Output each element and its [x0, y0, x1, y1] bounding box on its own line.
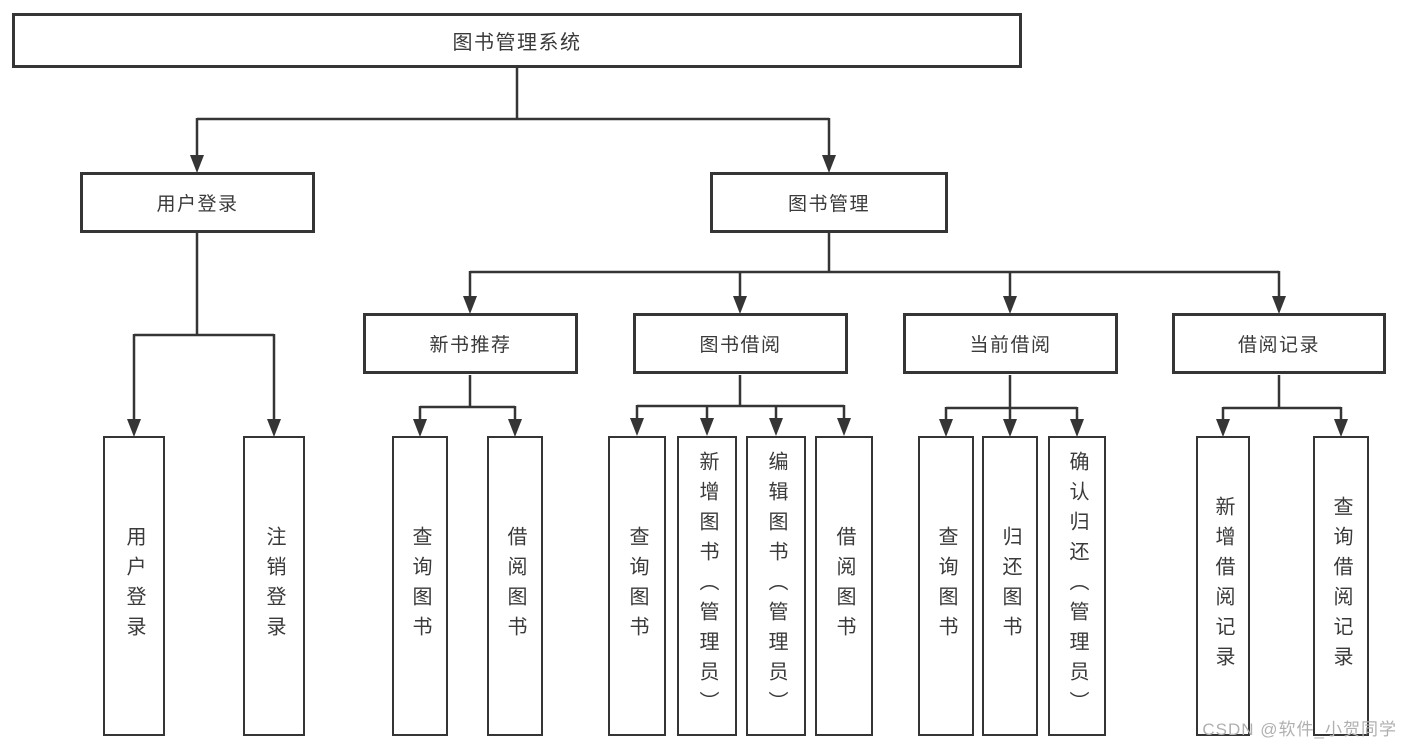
leaf-newbook-borrow-books: 借阅图书: [487, 436, 543, 736]
node-book-management-label: 图书管理: [787, 194, 870, 215]
leaf-current-return-books-label: 归还图书: [999, 526, 1021, 646]
leaf-borrow-query-books-label: 查询图书: [626, 526, 648, 646]
leaf-record-add-record-label: 新增借阅记录: [1212, 496, 1234, 676]
leaf-newbook-borrow-books-label: 借阅图书: [504, 526, 526, 646]
leaf-user-login-label: 用户登录: [123, 526, 145, 646]
node-current-borrow: 当前借阅: [903, 313, 1118, 374]
leaf-borrow-borrow-books-label: 借阅图书: [833, 526, 855, 646]
leaf-logout: 注销登录: [243, 436, 305, 736]
node-book-borrow: 图书借阅: [633, 313, 848, 374]
leaf-newbook-query-books: 查询图书: [392, 436, 448, 736]
node-borrow-record: 借阅记录: [1172, 313, 1386, 374]
csdn-watermark: CSDN @软件_小贺同学: [1202, 720, 1397, 739]
node-new-book-recommend-label: 新书推荐: [429, 335, 512, 356]
node-book-management: 图书管理: [710, 172, 948, 233]
leaf-borrow-add-books-admin: 新增图书（管理员）: [677, 436, 737, 736]
node-root-label: 图书管理系统: [452, 32, 582, 54]
leaf-record-query-record-label: 查询借阅记录: [1330, 496, 1352, 676]
leaf-borrow-borrow-books: 借阅图书: [815, 436, 873, 736]
leaf-current-confirm-return-admin-label: 确认归还（管理员）: [1066, 451, 1088, 721]
leaf-user-login: 用户登录: [103, 436, 165, 736]
leaf-newbook-query-books-label: 查询图书: [409, 526, 431, 646]
leaf-record-add-record: 新增借阅记录: [1196, 436, 1250, 736]
node-root-system: 图书管理系统: [12, 13, 1022, 68]
node-borrow-record-label: 借阅记录: [1237, 335, 1320, 356]
node-user-login-label: 用户登录: [156, 194, 239, 215]
leaf-logout-label: 注销登录: [263, 526, 285, 646]
leaf-borrow-add-books-admin-label: 新增图书（管理员）: [696, 451, 718, 721]
leaf-current-confirm-return-admin: 确认归还（管理员）: [1048, 436, 1106, 736]
leaf-record-query-record: 查询借阅记录: [1313, 436, 1369, 736]
node-new-book-recommend: 新书推荐: [363, 313, 578, 374]
arrowhead-icons: [127, 155, 1348, 437]
leaf-current-query-books: 查询图书: [918, 436, 974, 736]
node-user-login: 用户登录: [80, 172, 315, 233]
leaf-borrow-query-books: 查询图书: [608, 436, 666, 736]
node-book-borrow-label: 图书借阅: [699, 335, 782, 356]
leaf-current-query-books-label: 查询图书: [935, 526, 957, 646]
node-current-borrow-label: 当前借阅: [969, 335, 1052, 356]
leaf-current-return-books: 归还图书: [982, 436, 1038, 736]
leaf-borrow-edit-books-admin: 编辑图书（管理员）: [746, 436, 806, 736]
leaf-borrow-edit-books-admin-label: 编辑图书（管理员）: [765, 451, 787, 721]
